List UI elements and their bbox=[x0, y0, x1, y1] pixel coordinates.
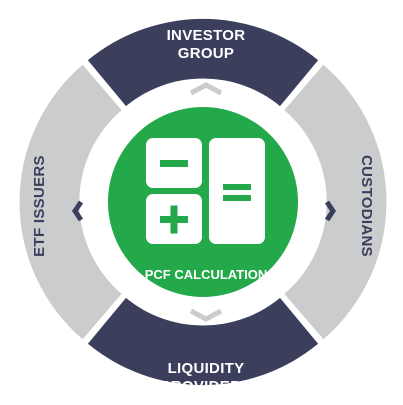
custodians-label: CUSTODIANS bbox=[358, 155, 375, 257]
investor-group-label-line1: INVESTOR bbox=[167, 27, 246, 44]
chevron-left-icon bbox=[71, 200, 84, 222]
equals-sign-bottom bbox=[223, 195, 251, 201]
equals-sign-top bbox=[223, 184, 251, 190]
liquidity-providers-label-line2: PROVIDERS bbox=[160, 378, 251, 395]
chevron-down-icon bbox=[189, 308, 223, 322]
calculator-icon bbox=[146, 138, 265, 244]
liquidity-providers-label-line1: LIQUIDITY bbox=[168, 360, 245, 377]
center-label: PCF CALCULATION bbox=[145, 267, 268, 282]
segment-etf-issuers[interactable] bbox=[19, 64, 122, 340]
chevron-up-icon bbox=[189, 82, 223, 96]
chevron-right-icon bbox=[324, 200, 337, 222]
minus-sign bbox=[160, 160, 188, 167]
investor-group-label-line2: GROUP bbox=[178, 45, 235, 62]
etf-issuers-label: ETF ISSUERS bbox=[31, 155, 48, 257]
segment-investor-group[interactable] bbox=[87, 18, 319, 107]
segment-custodians[interactable] bbox=[284, 64, 387, 340]
plus-sign-v bbox=[170, 205, 178, 234]
segment-liquidity-providers[interactable] bbox=[87, 297, 319, 386]
